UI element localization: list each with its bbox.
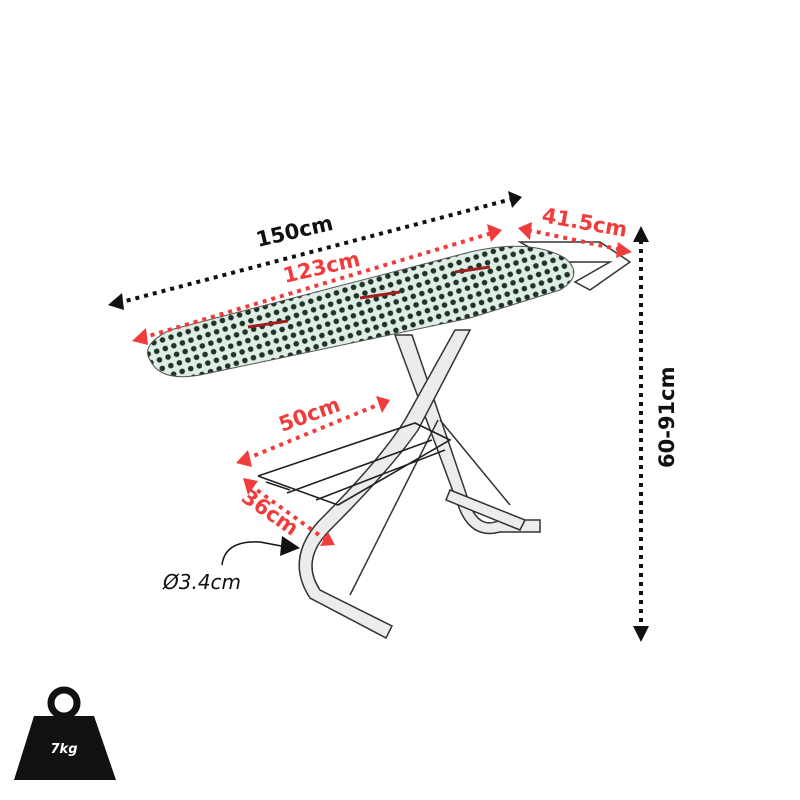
board-legs — [298, 329, 541, 640]
shelf-length-label: 50cm — [276, 392, 344, 436]
storage-shelf — [257, 422, 452, 506]
diameter-callout-arrow — [221, 536, 300, 566]
total-length-label: 150cm — [254, 211, 336, 252]
ironing-board — [147, 241, 632, 378]
height-range-label: 60-91cm — [655, 367, 679, 469]
shelf-width-arrow — [243, 478, 335, 546]
board-length-label: 123cm — [281, 247, 363, 288]
iron-rest-width-arrow — [518, 222, 632, 258]
board-length-arrow — [132, 224, 502, 345]
height-arrow — [633, 226, 649, 642]
shelf-width-label: 36cm — [237, 484, 303, 540]
total-length-arrow — [108, 191, 522, 310]
weight-label: 7kg — [51, 742, 78, 757]
tube-diameter-label: Ø3.4cm — [162, 570, 241, 594]
weight-icon — [14, 686, 116, 780]
shelf-length-arrow — [236, 396, 390, 467]
iron-rest-width-label: 41.5cm — [540, 203, 629, 242]
